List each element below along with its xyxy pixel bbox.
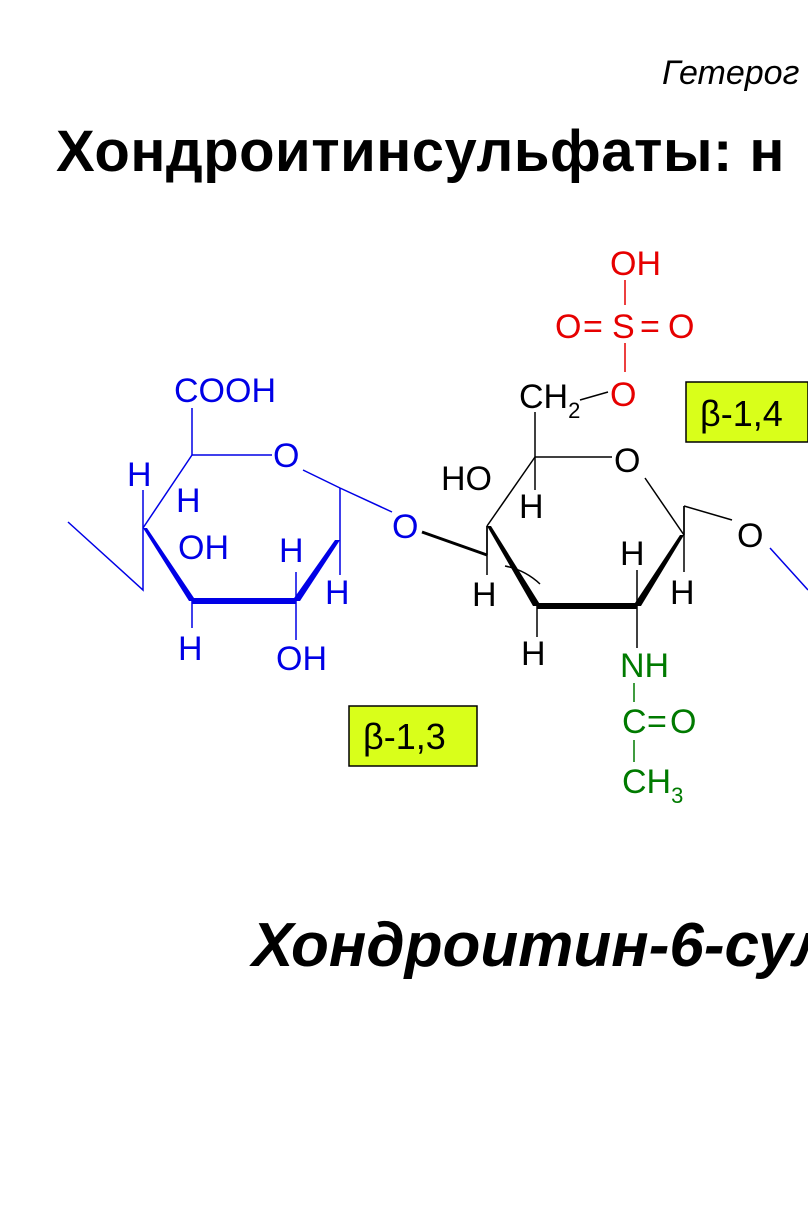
galac-h-c5: H bbox=[519, 488, 544, 526]
glycosidic-oxygen-beta13: O bbox=[392, 508, 418, 546]
header-subtitle: Гетерог bbox=[662, 54, 800, 92]
beta-1-4-text: β-1,4 bbox=[700, 393, 783, 434]
gluc-oh-c2: OH bbox=[276, 640, 327, 678]
galac-h-c3: H bbox=[521, 635, 546, 673]
acetamido-group: NH C = O CH3 bbox=[620, 647, 696, 808]
acetamido-ch3: CH3 bbox=[622, 763, 683, 808]
galac-h-c1: H bbox=[670, 574, 695, 612]
gluc-h-c5: H bbox=[127, 456, 152, 494]
gluc-ring-oxygen: O bbox=[273, 437, 299, 475]
acetamido-o: O bbox=[670, 703, 696, 741]
acetamido-nh: NH bbox=[620, 647, 669, 685]
bond-label-beta-1-3: β-1,3 bbox=[348, 705, 478, 767]
sulfate-oh: OH bbox=[610, 245, 661, 283]
beta-1-3-text: β-1,3 bbox=[363, 716, 446, 757]
acetamido-eq: = bbox=[647, 703, 667, 741]
galac-ring-oxygen: O bbox=[614, 442, 640, 480]
glycosidic-oxygen-beta14: O bbox=[737, 517, 763, 555]
glucuronic-acid-ring bbox=[67, 408, 393, 640]
sulfate-ester-o: O bbox=[610, 376, 636, 414]
sulfate-o-left: O bbox=[555, 308, 581, 346]
ch2-label: CH2 bbox=[519, 378, 580, 423]
galac-ho-c4: HO bbox=[441, 460, 492, 498]
sulfate-o-right: O bbox=[668, 308, 694, 346]
structure-caption: Хондроитин-6-сул bbox=[252, 911, 808, 980]
gluc-h-c1: H bbox=[325, 574, 350, 612]
galac-h-c4: H bbox=[472, 576, 497, 614]
sulfate-eq-left: = bbox=[583, 308, 603, 346]
sulfate-eq-right: = bbox=[640, 308, 660, 346]
gluc-h-c4b: H bbox=[178, 630, 203, 668]
gluc-h-c2a: H bbox=[279, 532, 304, 570]
gluc-oh-c3: OH bbox=[178, 529, 229, 567]
sulfate-s: S bbox=[612, 308, 635, 346]
galactosamine-labels: CH2 O HO H H H H H bbox=[441, 378, 695, 673]
acetamido-c: C bbox=[622, 703, 647, 741]
cooh-label: COOH bbox=[174, 372, 276, 410]
galac-h-c2: H bbox=[620, 535, 645, 573]
galactosamine-ring bbox=[421, 391, 733, 648]
page-title: Хондроитинсульфаты: н bbox=[56, 119, 785, 184]
glucuronic-acid-labels: COOH O H H OH H H H OH bbox=[127, 372, 350, 678]
gluc-h-c4a: H bbox=[176, 482, 201, 520]
bond-label-beta-1-4: β-1,4 bbox=[685, 381, 808, 443]
chain-continuation-bond bbox=[769, 547, 808, 591]
sulfate-group: OH O = S = O O bbox=[555, 245, 694, 414]
